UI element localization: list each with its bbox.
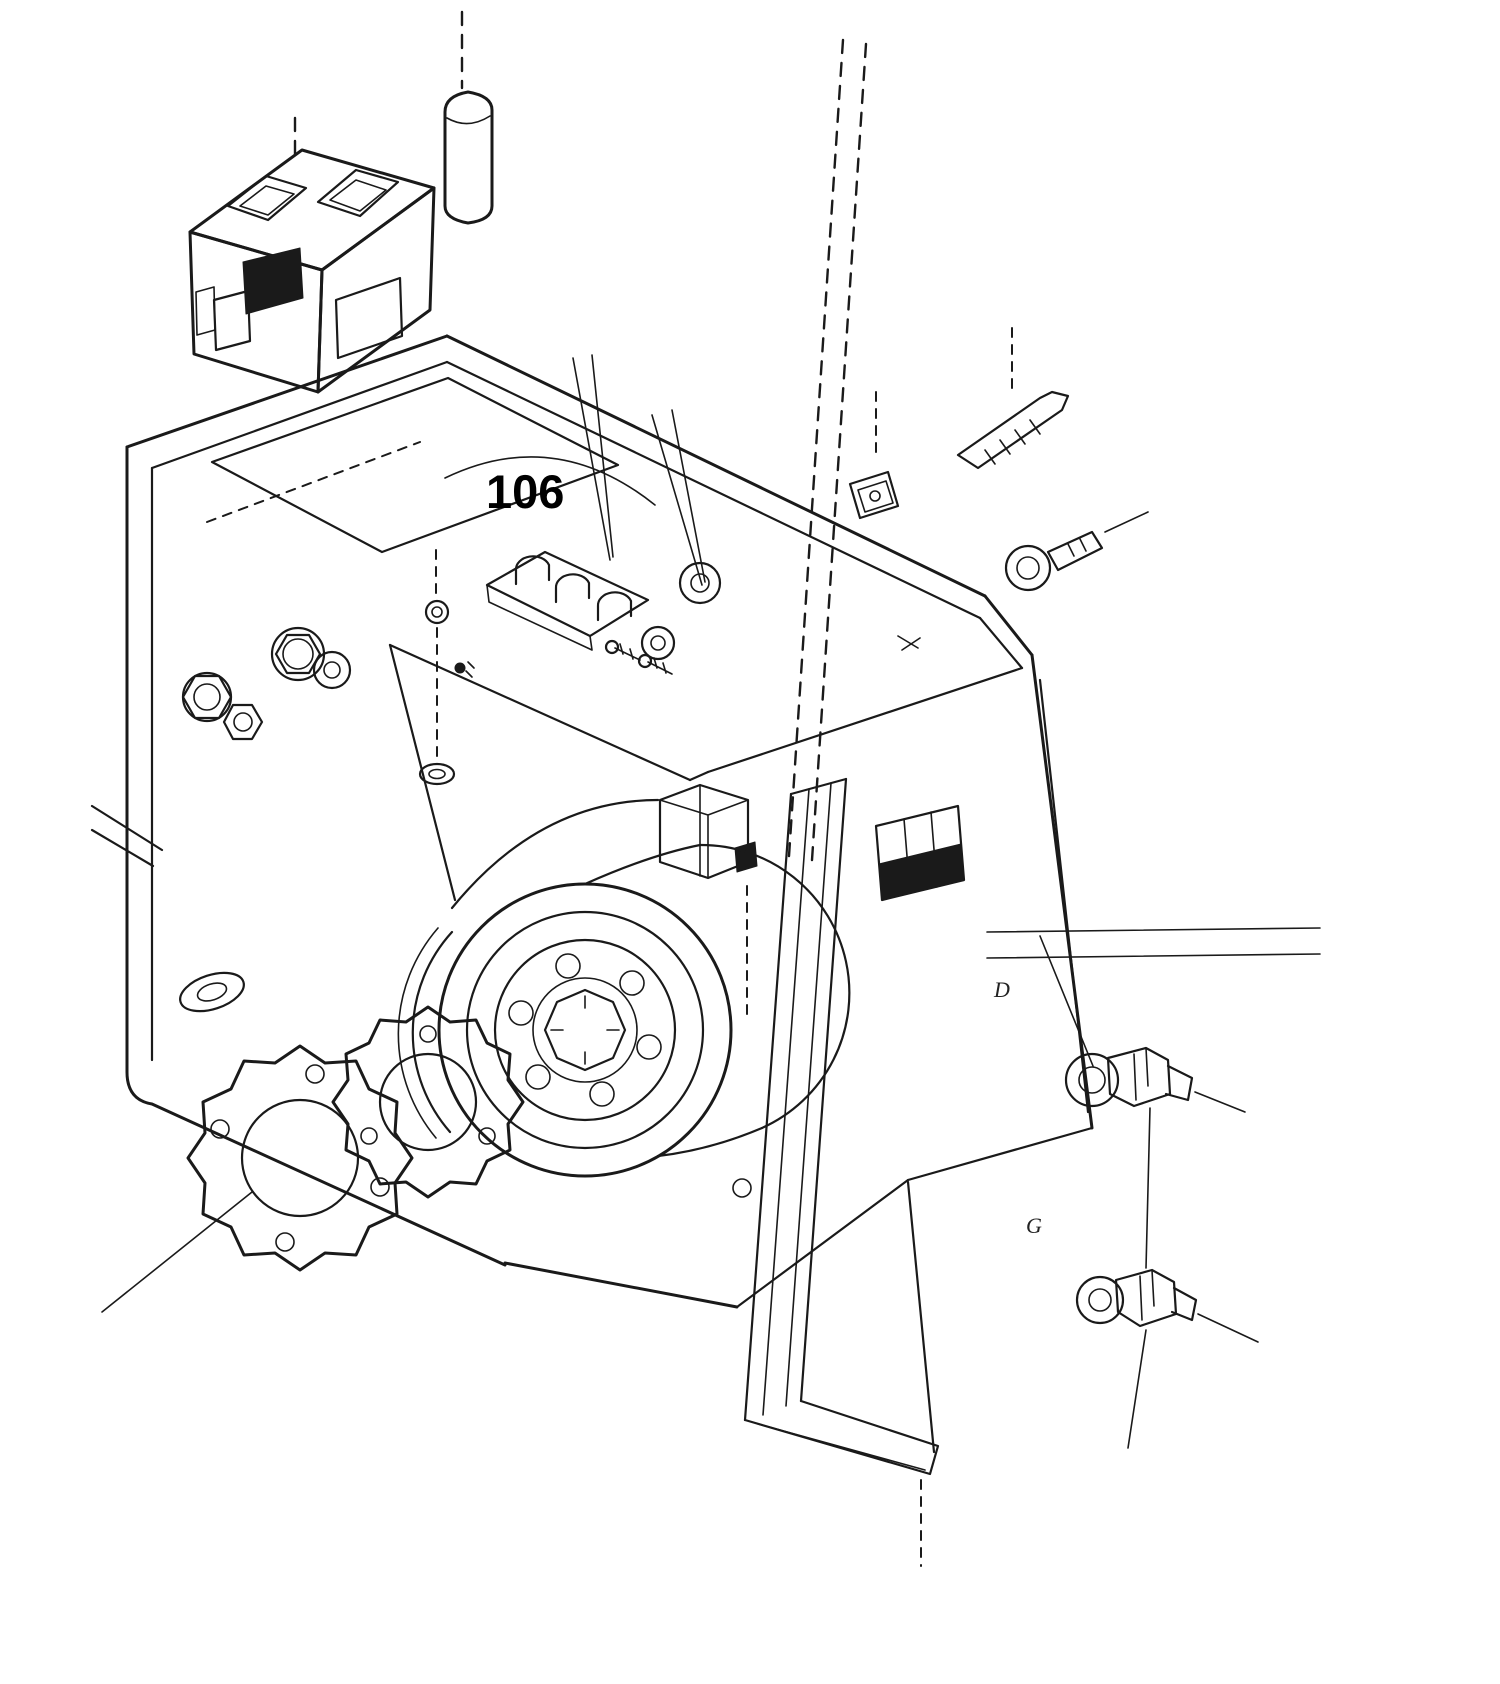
terminal-block (874, 804, 966, 902)
switch-boss (658, 783, 758, 880)
part-callout-106: 106 (486, 354, 706, 586)
square-head-bolt (848, 470, 900, 520)
part-number-label: 106 (486, 465, 564, 518)
threaded-stud (956, 390, 1070, 470)
annotation-d: D (993, 977, 1010, 1002)
solenoid-valve-block (188, 148, 436, 394)
assembly-axis-lines (206, 10, 1013, 1567)
dowel-pin (443, 90, 494, 225)
flange-gear-right (331, 1005, 525, 1199)
hose-fitting-upper (1004, 511, 1149, 592)
valve-clamp-assembly (424, 550, 722, 678)
elbow-fitting-1 (1064, 1046, 1246, 1113)
mounting-bracket (743, 777, 940, 1476)
flange-gear-left (101, 1044, 414, 1313)
alignment-lines (986, 927, 1321, 1449)
hex-nut-cluster (181, 626, 352, 741)
elbow-fitting-2 (1075, 1268, 1259, 1343)
annotation-g: G (1026, 1213, 1042, 1238)
main-housing (90, 334, 1094, 1309)
bearing-bore-assembly (437, 843, 851, 1178)
oval-flange-pad (179, 971, 245, 1013)
